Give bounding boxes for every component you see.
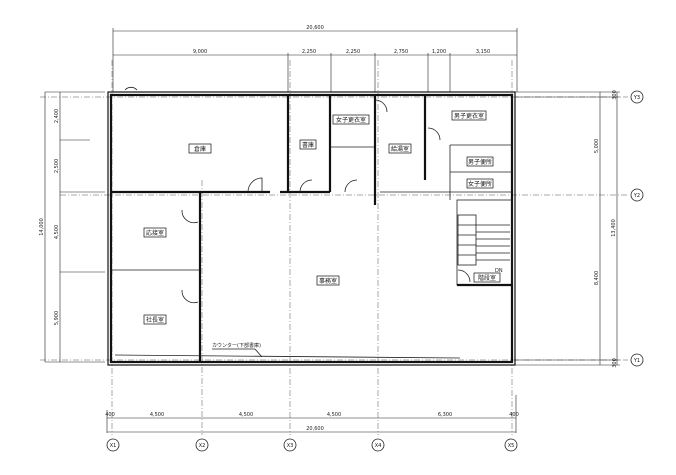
room-office: 事務室 [319,277,337,285]
dim-right-seg: 300 [612,90,618,100]
dim-bottom-seg: 4,500 [239,412,253,418]
room-kitchenette: 給湯室 [391,145,409,153]
axis-x1: X1 [110,443,117,449]
counter-label: カウンター(下部書庫) [212,342,261,349]
bottom-dimensions: 400 4,500 4,500 4,500 6,300 400 20,600 [105,395,519,433]
room-stairs: 階段室 [478,274,496,282]
dim-left-total: 14,000 [39,218,45,236]
dim-bottom-seg: 400 [105,412,115,418]
room-men-locker: 男子更衣室 [454,112,484,120]
dim-top-seg: 2,250 [302,49,316,55]
dim-right-seg: 300 [612,358,618,368]
dim-top-total: 20,600 [306,25,324,31]
room-men-wc: 男子便所 [468,158,492,166]
dim-bottom-seg: 4,500 [150,412,164,418]
right-dimensions: 300 5,000 8,400 300 13,400 [515,90,620,368]
dim-left-seg: 2,400 [54,109,60,123]
dim-right-seg: 8,400 [594,271,600,285]
walls [107,91,516,366]
dim-left-seg: 5,900 [54,311,60,325]
room-labels: 倉庫 書庫 女子更衣室 給湯室 男子更衣室 男子便所 女子便所 応接室 社長室 … [143,110,501,358]
axis-markers: X1 X2 X3 X4 X5 Y3 Y2 Y1 [106,90,644,452]
axis-x5: X5 [508,443,515,449]
axis-y3: Y3 [633,95,640,101]
dim-right-seg: 5,000 [594,139,600,153]
stairs-direction: DN [495,268,503,274]
axis-x4: X4 [375,443,382,449]
room-president: 社長室 [146,316,164,324]
room-women-locker: 女子更衣室 [336,116,366,124]
doors [124,86,471,304]
room-reception: 応接室 [146,229,164,237]
stairs: DN [457,214,510,274]
room-women-wc: 女子便所 [468,180,492,188]
axis-y1: Y1 [633,358,640,364]
dim-bottom-seg: 400 [509,412,519,418]
dim-bottom-seg: 6,300 [438,412,452,418]
dim-left-seg: 4,500 [54,225,60,239]
dim-top-seg: 3,150 [476,49,490,55]
dim-top-seg: 2,750 [394,49,408,55]
room-archive: 書庫 [302,141,314,149]
axis-x2: X2 [199,443,206,449]
room-storage: 倉庫 [194,145,206,153]
dim-right-total: 13,400 [611,219,617,237]
top-dimensions: 20,600 9,000 2,250 2,250 2,750 1,200 3,1… [112,25,518,92]
axis-x3: X3 [287,443,294,449]
left-dimensions: 14,000 2,400 2,500 4,500 5,900 [39,91,105,363]
dim-top-seg: 1,200 [432,49,446,55]
dim-bottom-seg: 4,500 [327,412,341,418]
axis-y2: Y2 [633,193,640,199]
dim-left-seg: 2,500 [54,159,60,173]
dim-top-seg: 9,000 [193,49,207,55]
dim-bottom-total: 20,600 [306,426,324,432]
dim-top-seg: 2,250 [346,49,360,55]
